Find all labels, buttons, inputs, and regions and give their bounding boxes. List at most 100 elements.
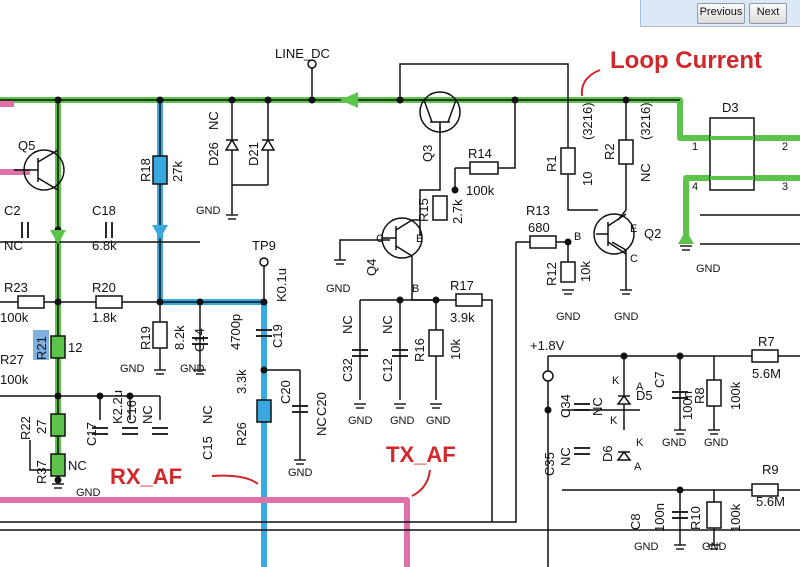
resistor-r2 <box>618 139 634 165</box>
q4-label: Q4 <box>364 259 379 276</box>
c15-label: C15 <box>200 436 215 460</box>
r17-label: R17 <box>450 278 474 293</box>
diode-d26 <box>224 138 240 151</box>
resistor-r37 <box>50 453 66 477</box>
resistor-r9 <box>751 483 779 497</box>
loop-direction-arrow <box>340 92 358 108</box>
d6-label: D6 <box>600 445 615 462</box>
svg-text:GND: GND <box>180 363 205 375</box>
transistor-q5 <box>14 149 65 191</box>
c19-label: C19 <box>270 324 285 348</box>
r37-value: NC <box>68 458 87 473</box>
rx-af-pointer <box>211 474 259 485</box>
resistor-r12 <box>560 261 576 283</box>
q5-label: Q5 <box>18 138 35 153</box>
resistor-r26 <box>256 399 272 423</box>
c12-value: NC <box>380 315 395 334</box>
diode-d5 <box>616 394 632 405</box>
resistor-r16 <box>428 329 444 357</box>
resistor-r1 <box>560 147 576 175</box>
previous-button[interactable]: Previous <box>697 3 745 24</box>
resistor-r13 <box>529 235 557 249</box>
resistor-r14 <box>469 161 499 175</box>
junction-dots <box>54 96 684 494</box>
capacitor-c18 <box>105 222 113 238</box>
r21-label: R21 <box>34 336 49 360</box>
tx-af-pointer <box>411 469 431 497</box>
wiring <box>0 63 800 567</box>
capacitor-c14 <box>192 337 208 345</box>
svg-text:A: A <box>634 461 642 473</box>
c34-value: NC <box>590 397 605 416</box>
c12-label: C12 <box>380 358 395 382</box>
svg-text:K: K <box>636 437 644 449</box>
svg-text:C: C <box>376 233 384 245</box>
r23-value: 100k <box>0 310 29 325</box>
r19-value: 8.2k <box>172 325 187 350</box>
r19-label: R19 <box>138 326 153 350</box>
c18-value: 6.8k <box>92 238 117 253</box>
v18-label: +1.8V <box>530 338 565 353</box>
capacitor-c7 <box>672 391 688 399</box>
q3-label: Q3 <box>420 145 435 162</box>
r14-label: R14 <box>468 146 492 161</box>
c17-label: C17 <box>84 422 99 446</box>
resistor-r21 <box>50 335 66 359</box>
line-dc-label: LINE_DC <box>275 46 330 61</box>
c2-value: NC <box>4 238 23 253</box>
c16-value: NC <box>140 405 155 424</box>
svg-text:GND: GND <box>702 541 727 553</box>
d26-value: NC <box>206 111 221 130</box>
svg-text:GND: GND <box>390 415 415 427</box>
testpoint-tp9 <box>259 257 269 267</box>
d5-label: D5 <box>636 388 653 403</box>
d3-label: D3 <box>722 100 739 115</box>
capacitors <box>21 222 688 519</box>
r22-label: R22 <box>18 416 33 440</box>
resistor-r20 <box>95 295 123 309</box>
c17-value: K2.2u <box>110 390 125 424</box>
d26-label: D26 <box>206 142 221 166</box>
resistor-r15 <box>432 195 448 221</box>
c8-label: C8 <box>628 513 643 530</box>
rx-down-arrow <box>50 230 66 244</box>
resistor-r18 <box>152 155 168 185</box>
diodes <box>224 138 632 461</box>
svg-text:B: B <box>412 283 419 295</box>
transistor-q3 <box>419 91 461 133</box>
r14-value: 100k <box>466 183 495 198</box>
svg-text:B: B <box>574 231 581 243</box>
capacitor-c34 <box>574 403 590 411</box>
next-button[interactable]: Next <box>749 3 787 24</box>
transistor-q4 <box>381 217 423 259</box>
svg-text:3: 3 <box>782 181 788 193</box>
r9-label: R9 <box>762 462 779 477</box>
r20-value: 1.8k <box>92 310 117 325</box>
r23-label: R23 <box>4 280 28 295</box>
r1-value: 10 <box>580 172 595 186</box>
r1-package: (3216) <box>580 102 595 140</box>
c19b-label: C20 <box>278 380 293 404</box>
capacitor-c2 <box>21 222 29 238</box>
rx-af-label: RX_AF <box>110 464 182 489</box>
r20-label: R20 <box>92 280 116 295</box>
r26-label: R26 <box>234 422 249 446</box>
c32-value: NC <box>340 315 355 334</box>
resistors <box>17 139 779 529</box>
resistor-r17 <box>455 293 483 307</box>
svg-text:GND: GND <box>326 283 351 295</box>
svg-text:GND: GND <box>196 205 221 217</box>
resistor-r23 <box>17 295 45 309</box>
resistor-r22 <box>50 413 66 437</box>
r16-label: R16 <box>412 338 427 362</box>
capacitor-c17 <box>92 427 108 435</box>
q2-label: Q2 <box>644 226 661 241</box>
c16-label: C16 <box>124 400 139 424</box>
r13-value: 680 <box>528 220 550 235</box>
capacitor-c8 <box>672 511 688 519</box>
r12-value: 10k <box>578 261 593 282</box>
tx-af-label: TX_AF <box>386 442 456 467</box>
resistor-r19 <box>152 321 168 349</box>
r7-label: R7 <box>758 334 775 349</box>
r26-value: 3.3k <box>234 369 249 394</box>
